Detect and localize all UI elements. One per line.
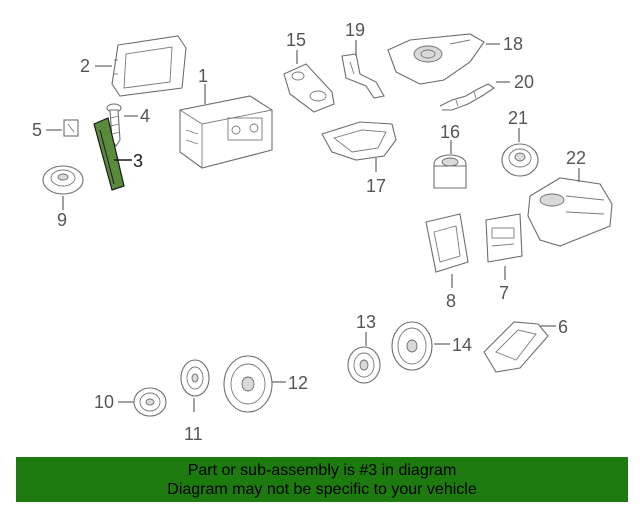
- callout-5: 5: [32, 120, 42, 140]
- info-banner: Part or sub-assembly is #3 in diagram Di…: [16, 457, 628, 502]
- part-8-module[interactable]: [425, 213, 469, 273]
- callout-15: 15: [286, 30, 306, 50]
- parts-diagram: 2 1 4 5 3 9: [32, 20, 613, 444]
- part-13-speaker[interactable]: [347, 346, 381, 384]
- callout-1: 1: [198, 66, 208, 86]
- part-5-clip[interactable]: [63, 119, 79, 137]
- callout-11: 11: [184, 424, 203, 444]
- callout-7: 7: [499, 283, 509, 303]
- callout-19: 19: [345, 20, 365, 40]
- callout-3: 3: [133, 151, 143, 171]
- part-20-harness[interactable]: [439, 83, 495, 111]
- callout-2: 2: [80, 56, 90, 76]
- callout-9: 9: [57, 210, 67, 230]
- part-1-head-unit[interactable]: [178, 95, 274, 169]
- part-3-bracket[interactable]: [93, 117, 125, 191]
- callout-22: 22: [566, 148, 586, 168]
- callout-13: 13: [356, 312, 376, 332]
- part-10-speaker[interactable]: [133, 387, 167, 417]
- part-17-tray[interactable]: [321, 121, 397, 161]
- callout-20: 20: [514, 72, 534, 92]
- part-14-speaker[interactable]: [391, 321, 433, 371]
- callout-6: 6: [558, 317, 568, 337]
- part-9-speaker[interactable]: [42, 165, 84, 195]
- banner-line-2: Diagram may not be specific to your vehi…: [167, 481, 477, 498]
- callout-14: 14: [452, 335, 472, 355]
- part-19-bracket[interactable]: [341, 53, 385, 99]
- part-22-enclosure[interactable]: [527, 177, 613, 247]
- callout-16: 16: [440, 122, 460, 142]
- part-7-control-unit[interactable]: [485, 213, 523, 263]
- callout-4: 4: [140, 106, 150, 126]
- part-6-panel[interactable]: [483, 321, 549, 373]
- part-18-housing[interactable]: [387, 33, 485, 85]
- part-2-display[interactable]: [111, 35, 187, 97]
- callout-12: 12: [288, 373, 308, 393]
- banner-line-1: Part or sub-assembly is #3 in diagram: [187, 462, 457, 479]
- part-21-speaker[interactable]: [501, 143, 539, 177]
- callout-10: 10: [94, 392, 114, 412]
- part-15-switch[interactable]: [283, 63, 335, 113]
- part-12-speaker[interactable]: [223, 355, 273, 413]
- callout-18: 18: [503, 34, 523, 54]
- callout-17: 17: [366, 176, 386, 196]
- part-16-tweeter[interactable]: [433, 154, 467, 189]
- callout-21: 21: [508, 108, 528, 128]
- callout-8: 8: [446, 291, 456, 311]
- part-11-tweeter[interactable]: [180, 359, 210, 397]
